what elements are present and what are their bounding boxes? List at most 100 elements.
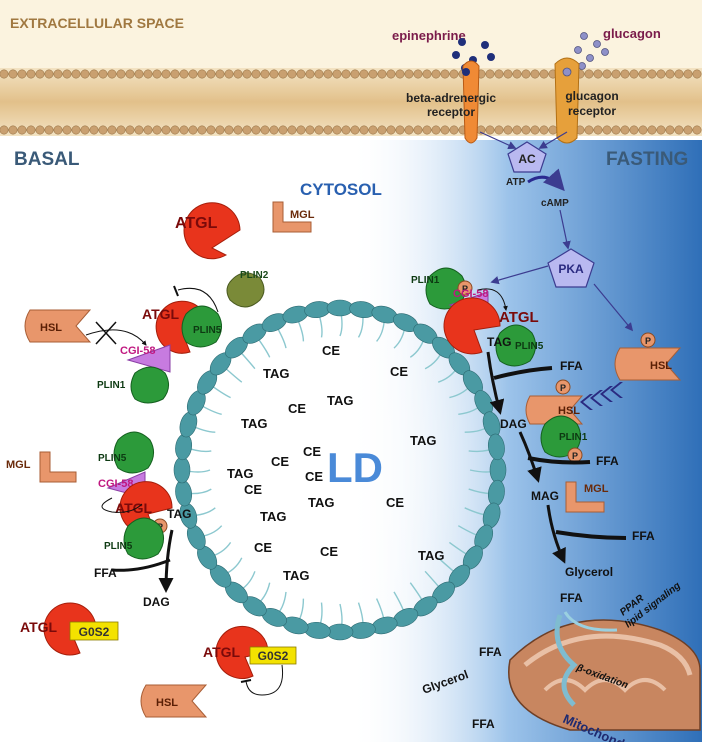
plin1-icon-left: [130, 366, 169, 404]
basal-tag-label: TAG: [167, 507, 191, 521]
glycerol-label-1: Glycerol: [565, 565, 613, 579]
ffa-arrow-2: [527, 456, 591, 465]
cgi58-label-left: CGI-58: [120, 345, 155, 357]
lipid-tag-7: TAG: [260, 509, 286, 524]
beta-receptor-label-1: beta-adrenergic: [406, 91, 496, 105]
ffa-label-out-1: FFA: [479, 645, 502, 659]
blocked-interaction-icon: [95, 321, 117, 345]
g0s2-badge-free: [69, 621, 119, 641]
beta-to-ac-arrow: [479, 131, 517, 150]
hsl-label-fasting-ld: HSL: [558, 405, 580, 417]
lipid-ce-4: CE: [303, 444, 321, 459]
dag-label-fasting: DAG: [500, 417, 527, 431]
tag-to-dag-arrow: [486, 351, 505, 415]
hsl-label-fasting-free: HSL: [650, 360, 672, 372]
atgl-plin5-link: [177, 287, 219, 313]
mgl-top: [272, 201, 312, 233]
glucagon-receptor-label-1: glucagon: [565, 89, 618, 103]
pka-label: PKA: [558, 262, 584, 276]
basal-label: BASAL: [14, 149, 80, 170]
lipid-ce-8: CE: [386, 495, 404, 510]
lipid-tag-5: TAG: [227, 466, 253, 481]
hsl-icon-basal: [24, 309, 92, 343]
glucagon-label: glucagon: [603, 26, 661, 41]
plin5-icon-lower-left: [113, 431, 154, 474]
mgl-label-left: MGL: [6, 459, 31, 471]
camp-label: cAMP: [541, 198, 569, 209]
bound-glucagon: [562, 67, 572, 77]
g0s2-label-ld: G0S2: [258, 649, 289, 663]
plin5-label-fasting: PLIN5: [515, 341, 544, 352]
lipid-ce-9: CE: [254, 540, 272, 555]
lipid-ce-1: CE: [322, 343, 340, 358]
atp-camp-arrow: [527, 168, 565, 192]
fasting-label: FASTING: [606, 149, 688, 170]
lipid-tag-3: TAG: [241, 416, 267, 431]
hsl-icon-fasting-free: [614, 347, 682, 381]
phospho-icon-hsl-free: [640, 332, 656, 348]
extracellular-label: EXTRACELLULAR SPACE: [10, 15, 184, 31]
ffa-label-out-2: FFA: [472, 717, 495, 731]
cgi58-label-lower: CGI-58: [98, 478, 133, 490]
hsl-label-bottom: HSL: [156, 697, 178, 709]
ffa-arrow-3: [555, 530, 627, 540]
ac-icon: [507, 141, 547, 173]
bound-epinephrine: [462, 68, 470, 76]
glucagon-receptor-label-2: receptor: [568, 104, 616, 118]
atgl-label-fasting: ATGL: [499, 309, 539, 326]
basal-tag-to-dag-arrow: [158, 529, 174, 593]
plin1-label-left: PLIN1: [97, 380, 126, 391]
glucagon-molecules: [574, 32, 609, 70]
ffa-arrow-1: [493, 366, 553, 380]
plin1-label-top: PLIN1: [411, 275, 440, 286]
cgi58-release-arrow: [477, 288, 508, 311]
lipid-tag-1: TAG: [263, 366, 289, 381]
pka-icon: [547, 248, 595, 288]
mitochondrion-icon: [508, 614, 701, 731]
basal-ffa-label: FFA: [94, 566, 117, 580]
lipid-ce-5: CE: [271, 454, 289, 469]
ffa-label-1: FFA: [560, 359, 583, 373]
atp-label: ATP: [506, 177, 526, 188]
atgl-label-top: ATGL: [175, 215, 218, 232]
ld-label: LD: [327, 444, 383, 491]
hsl-blocked-arrow: [85, 329, 147, 346]
lipid-droplet: [173, 299, 507, 641]
camp-to-pka-arrow: [559, 209, 571, 250]
g0s2-label-free: G0S2: [79, 625, 110, 639]
plin5-label-upper-left: PLIN5: [193, 325, 222, 336]
hsl-translocation-chevrons: [580, 382, 623, 410]
atgl-fasting: [443, 297, 501, 355]
atgl-g0s2-ld: [215, 625, 269, 679]
mag-to-glycerol-arrow: [546, 504, 566, 564]
plin5-label-lower-left: PLIN5: [98, 453, 127, 464]
hsl-label-basal: HSL: [40, 322, 62, 334]
cgi58-label-right: CGI-58: [453, 288, 488, 300]
ffa-to-ppar-arrow: [563, 611, 618, 632]
lipid-ce-3: CE: [288, 401, 306, 416]
plin2-icon: [226, 272, 265, 308]
phospho-icon-hsl-ld: [555, 379, 571, 395]
mag-label: MAG: [531, 489, 559, 503]
phospho-label-hsl-ld: P: [560, 383, 566, 393]
lipid-tag-2: TAG: [327, 393, 353, 408]
epinephrine-label: epinephrine: [392, 28, 466, 43]
plin5-icon-upper-left: [181, 305, 222, 348]
dag-to-mag-arrow: [518, 431, 542, 483]
lipid-tag-8: TAG: [418, 548, 444, 563]
beta-adrenergic-receptor: [462, 60, 480, 144]
glucagon-receptor: [554, 57, 580, 144]
cgi58-icon-left: [126, 344, 171, 373]
lipid-tag-9: TAG: [283, 568, 309, 583]
phospho-label-plin1-top: P: [462, 284, 468, 294]
plin5-icon-fasting: [495, 324, 536, 367]
plin1-label-fasting: PLIN1: [559, 432, 588, 443]
lipid-ce-2: CE: [390, 364, 408, 379]
ffa-label-mito: FFA: [560, 591, 583, 605]
basal-ffa-arrow: [111, 558, 171, 572]
plasma-membrane: [0, 68, 702, 136]
pka-to-hsl-arrow: [593, 283, 634, 332]
hsl-icon-bottom: [140, 684, 208, 718]
atgl-label-left: ATGL: [142, 306, 180, 322]
